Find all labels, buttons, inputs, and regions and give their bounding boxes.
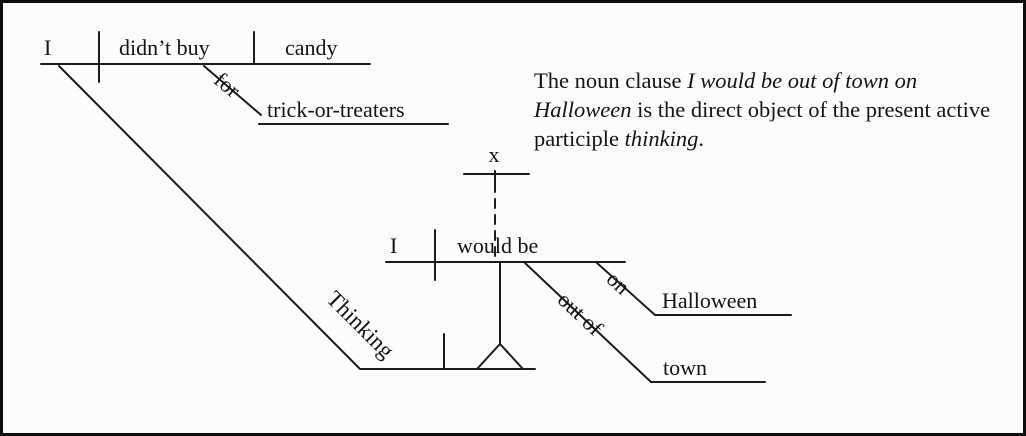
participle-lines [58,65,536,370]
prep-out-of-object-label: town [663,355,707,380]
prep-for-diagonal [203,65,262,116]
caption-segment: The noun clause [534,67,688,93]
main-subject-label: I [44,35,52,60]
prep-on-object-label: Halloween [662,288,758,313]
main-verb-label: didn’t buy [119,35,210,60]
caption-text: The noun clause I would be out of town o… [534,66,1008,153]
prep-out-of-diagonal [524,262,652,383]
prep-for-object-label: trick-or-treaters [267,97,405,122]
expletive-label: x [488,142,500,167]
clause-subject-label: I [390,233,398,258]
caption-segment: is the direct object of the present acti… [534,96,991,151]
main-direct-object-label: candy [285,35,338,60]
clause-verb-label: would be [457,233,539,258]
diagram-lines [40,31,792,383]
caption-italic-clause: I would be out of town on Halloween [534,67,918,122]
prep-on-diagonal [596,262,656,316]
caption-italic-thinking: thinking [624,125,699,151]
main-clause-lines [40,31,449,125]
pedestal-triangle [476,342,524,370]
noun-clause-lines [385,170,792,383]
caption-segment: . [698,125,704,151]
